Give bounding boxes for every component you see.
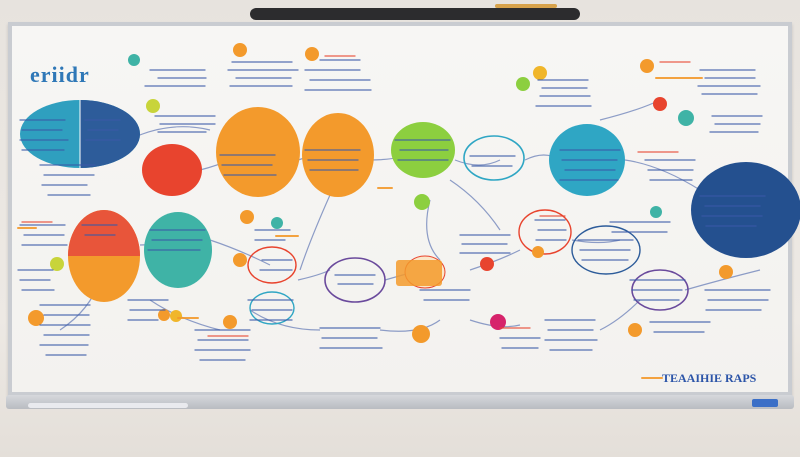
bubble-outline-cyan [463, 135, 525, 181]
bubble-navy-left [20, 100, 140, 168]
bubble-deep-navy [691, 162, 800, 258]
marker-on-rail [495, 4, 557, 8]
bubble-outline-navy [571, 225, 641, 275]
whiteboard [8, 22, 792, 396]
sticky-orange [396, 260, 442, 286]
board-top-rail [250, 8, 580, 20]
bubble-orange-red-left [68, 210, 140, 302]
marker-tray [6, 395, 794, 409]
tray-marker [28, 403, 188, 408]
handwritten-scribbles [17, 59, 771, 361]
bubble-outline-red [247, 246, 297, 284]
bubble-red [142, 144, 202, 196]
orange-underlines [17, 77, 703, 379]
bubble-outline-cyan-low [249, 291, 295, 325]
eraser [752, 399, 778, 407]
board-title: eriidr [30, 62, 90, 87]
bubble-outline-purple [324, 257, 386, 303]
bubble-outline-red-right [518, 209, 572, 255]
bubble-orange-pair [216, 107, 374, 197]
board-footer-label: TEAAIHIE RAPS [662, 371, 757, 385]
accent-dots [28, 43, 733, 343]
red-scribbles [21, 55, 691, 337]
